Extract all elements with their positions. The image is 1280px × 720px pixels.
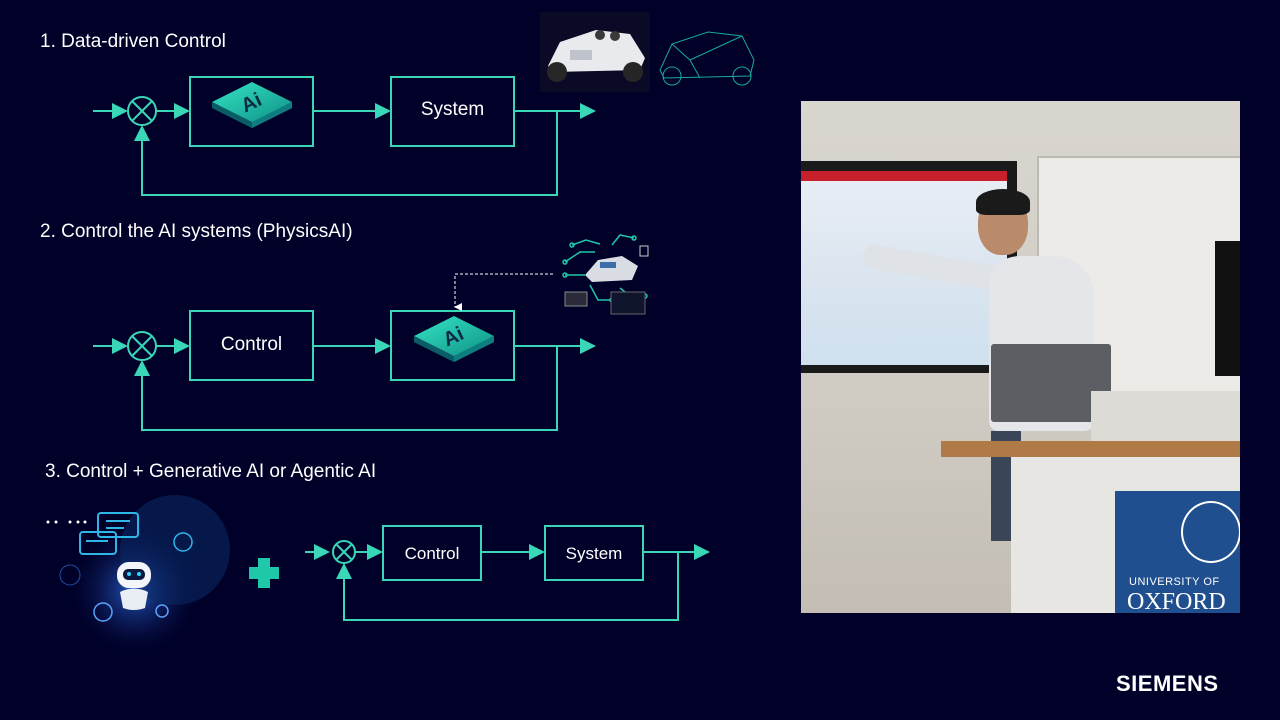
block-label-system: System: [420, 99, 485, 120]
podium-top: [1091, 391, 1240, 443]
robot-assistant-icon: [46, 495, 230, 660]
block-label-system: System: [565, 544, 623, 563]
heading-data-driven-control: 1. Data-driven Control: [40, 31, 226, 52]
siemens-logo: SIEMENS: [1116, 671, 1219, 696]
oxford-crest-icon: [1181, 501, 1240, 563]
plus-icon: [249, 558, 279, 588]
block-label-control: Control: [220, 334, 283, 355]
university-of-text: UNIVERSITY OF: [1129, 576, 1220, 588]
loop-data-driven-control: [93, 76, 596, 196]
block-label-control: Control: [404, 544, 460, 563]
feedback-path: [134, 346, 558, 431]
circuit-car-icon: [562, 234, 649, 315]
summing-junction-icon: [332, 540, 356, 564]
car-icon: [540, 12, 650, 92]
loop-control-ai-systems: [93, 310, 596, 431]
presenter-photo: UNIVERSITY OF OXFORD: [801, 101, 1240, 613]
tv-screen-bar: [801, 171, 1007, 181]
desk: [941, 441, 1240, 457]
summing-junction-icon: [127, 96, 157, 126]
heading-control-ai-systems: 2. Control the AI systems (PhysicsAI): [40, 221, 353, 242]
heading-control-generative-ai: 3. Control + Generative AI or Agentic AI: [45, 461, 377, 482]
feedback-path: [336, 552, 679, 621]
ai-chip-icon: Ai: [212, 82, 292, 128]
physics-input-dashed-arrow: [454, 273, 553, 311]
feedback-path: [134, 111, 558, 196]
monitor: [1215, 241, 1240, 376]
presenter-hair: [976, 189, 1030, 215]
summing-junction-icon: [127, 331, 157, 361]
ai-chip-icon: Ai: [414, 316, 494, 362]
loop-control-generative-ai: [305, 525, 710, 621]
oxford-text: OXFORD: [1127, 589, 1226, 613]
car-wireframe-icon: [659, 31, 755, 86]
